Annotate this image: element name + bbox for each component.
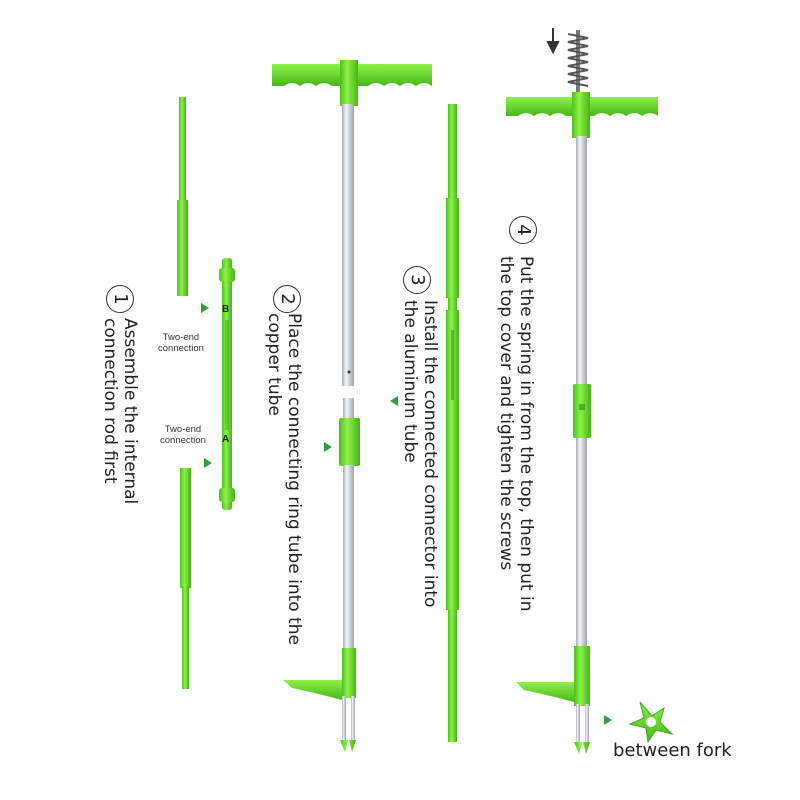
step-3-line2: the aluminum tube <box>400 300 420 463</box>
step-3-number: 3 <box>403 266 431 294</box>
aluminum-tube-upper <box>342 104 354 386</box>
step-4-number: 4 <box>509 216 537 244</box>
step-2-line1: Place the connecting ring tube into the <box>284 313 304 646</box>
arrow-right-icon <box>604 715 612 725</box>
arrow-down-icon <box>546 28 560 55</box>
connector-rod <box>219 258 235 510</box>
connector-step4 <box>573 384 591 438</box>
step-4-line2: the top cover and tighten the screws <box>496 256 516 571</box>
two-end-connection-label-bottom: Two-end connection <box>160 424 206 446</box>
step-1-line1: Assemble the internal <box>120 318 140 505</box>
connector-letter-b: B <box>222 304 230 315</box>
connector-letter-a: A <box>222 434 230 445</box>
internal-rod-bottom <box>180 468 191 689</box>
t-handle-step4 <box>506 92 658 138</box>
fork-clip-icon <box>628 701 674 744</box>
arrow-right-icon <box>324 442 332 452</box>
green-tube-step3 <box>446 104 459 742</box>
step-3-text: Install the connected connector into the… <box>400 300 440 607</box>
step-2-line2: copper tube <box>264 313 284 416</box>
between-fork-caption: between fork <box>613 740 732 761</box>
two-end-connection-label-top: Two-end connection <box>158 332 204 354</box>
aluminum-tube-lower <box>343 398 354 420</box>
internal-rod-top <box>177 97 188 296</box>
step-4-line1: Put the spring in from the top, then put… <box>516 256 536 612</box>
arrow-left-icon <box>390 396 398 406</box>
arrow-right-icon <box>201 303 209 313</box>
spring-icon <box>567 30 589 92</box>
step-2-text: Place the connecting ring tube into the … <box>264 313 304 645</box>
foot-pedal-step2 <box>283 648 356 752</box>
step-1-number: 1 <box>106 285 134 313</box>
step-1-line2: connection rod first <box>100 318 120 484</box>
step-2-number: 2 <box>273 285 301 313</box>
connecting-ring-tube <box>339 418 360 466</box>
t-handle-step2 <box>272 60 432 106</box>
arrow-right-icon <box>204 458 212 468</box>
step-3-line1: Install the connected connector into <box>420 300 440 608</box>
step-1-text: Assemble the internal connection rod fir… <box>100 318 140 504</box>
foot-pedal-step4 <box>516 646 590 754</box>
step-4-text: Put the spring in from the top, then put… <box>496 256 536 611</box>
